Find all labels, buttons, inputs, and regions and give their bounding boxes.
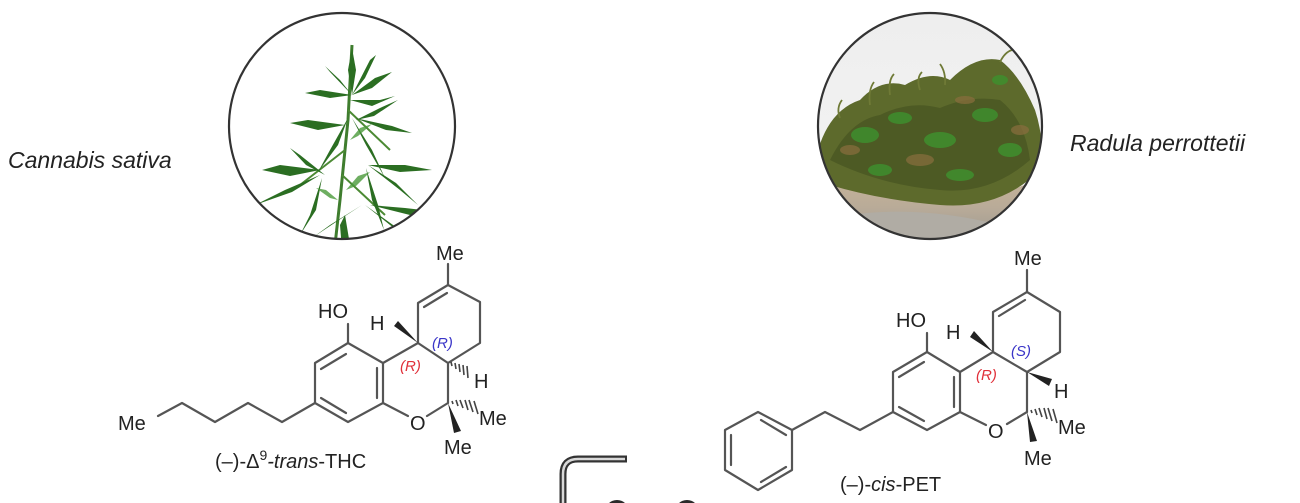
cannabis-plant-photo-icon — [227, 11, 457, 241]
thc-h-bottom-label: H — [474, 371, 488, 393]
thc-stereocenter-blue: (R) — [432, 335, 453, 352]
pet-stereocenter-red: (R) — [976, 367, 997, 384]
species-label-cannabis: Cannabis sativa — [8, 147, 172, 173]
species-label-radula: Radula perrottetii — [1070, 130, 1246, 156]
thc-top-methyl-label: Me — [436, 243, 464, 265]
pet-caption: (–)-cis-PET — [840, 474, 941, 496]
thc-ring-oxygen-label: O — [410, 413, 426, 435]
thc-structure: Me HO H H O Me Me Me (R) (R) (–)-Δ9-tran… — [118, 243, 507, 473]
partial-circle-2-icon — [679, 500, 695, 503]
pet-stereocenter-blue: (S) — [1011, 343, 1031, 360]
thc-gem-methyl-1-label: Me — [479, 408, 507, 430]
pet-hydroxyl-label: HO — [896, 310, 926, 332]
pet-structure: Me HO H H O Me Me (R) (S) (–)-cis-PET — [723, 248, 1086, 496]
thc-stereocenter-red: (R) — [400, 358, 421, 375]
partial-circle-1-icon — [609, 500, 625, 503]
pet-gem-methyl-2-label: Me — [1024, 448, 1052, 470]
thc-gem-methyl-2-label: Me — [444, 437, 472, 459]
pet-ring-oxygen-label: O — [988, 421, 1004, 443]
pet-h-top-label: H — [946, 322, 960, 344]
bracket-arrow-graphic — [559, 455, 695, 503]
pet-h-bottom-label: H — [1054, 381, 1068, 403]
pet-gem-methyl-1-label: Me — [1058, 417, 1086, 439]
pet-top-methyl-label: Me — [1014, 248, 1042, 270]
thc-hydroxyl-label: HO — [318, 301, 348, 323]
thc-chain-methyl-label: Me — [118, 413, 146, 435]
thc-caption: (–)-Δ9-trans-THC — [215, 447, 366, 473]
thc-h-top-label: H — [370, 313, 384, 335]
liverwort-moss-photo-icon — [816, 11, 1044, 241]
